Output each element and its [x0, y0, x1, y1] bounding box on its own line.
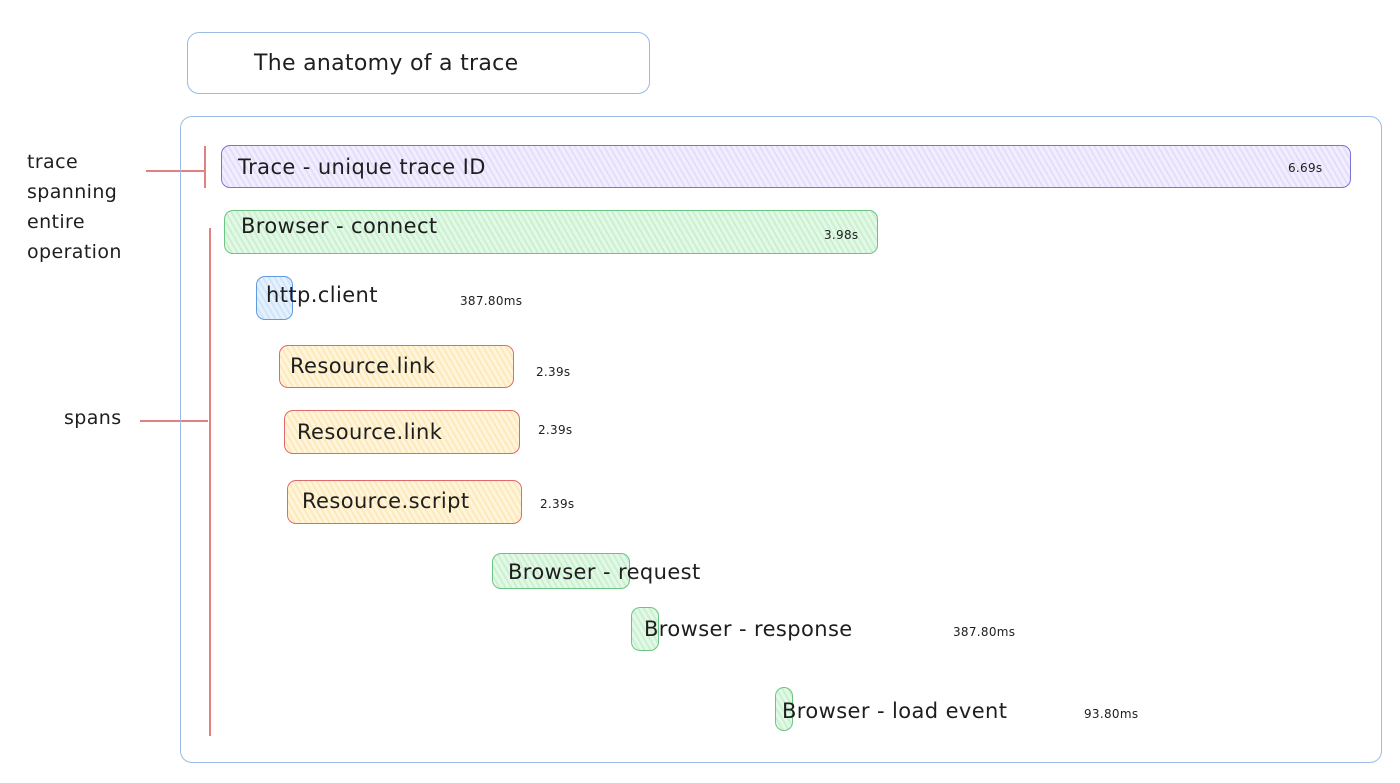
- span-duration-resource-link-2: 2.39s: [538, 423, 573, 437]
- span-bar-browser-response: [631, 607, 659, 651]
- spans-annotation-bracket: [209, 228, 211, 736]
- span-bar-http-client: [256, 276, 293, 320]
- span-bar-browser-connect: [224, 210, 878, 254]
- span-duration-resource-link-1: 2.39s: [536, 365, 571, 379]
- trace-annotation-label: trace spanning entire operation: [27, 151, 122, 263]
- span-label-browser-response: Browser - response: [644, 617, 853, 641]
- trace-frame: [180, 116, 1382, 763]
- spans-annotation-label: spans: [64, 407, 122, 429]
- span-label-resource-link-1: Resource.link: [290, 354, 436, 378]
- span-label-browser-connect: Browser - connect: [241, 214, 438, 238]
- span-label-http-client: http.client: [266, 283, 378, 307]
- span-bar-resource-script: [287, 480, 522, 524]
- trace-annotation-connector: [146, 170, 206, 172]
- span-label-resource-script: Resource.script: [302, 489, 470, 513]
- span-duration-resource-script: 2.39s: [540, 497, 575, 511]
- span-bar-resource-link-1: [279, 345, 514, 388]
- trace-label: Trace - unique trace ID: [238, 155, 486, 179]
- diagram-title-box: The anatomy of a trace: [187, 32, 650, 94]
- span-duration-browser-load-event: 93.80ms: [1084, 707, 1139, 721]
- diagram-title: The anatomy of a trace: [254, 51, 519, 76]
- span-duration-http-client: 387.80ms: [460, 294, 523, 308]
- trace-duration: 6.69s: [1288, 161, 1323, 175]
- span-bar-resource-link-2: [284, 410, 520, 454]
- span-label-resource-link-2: Resource.link: [297, 420, 443, 444]
- span-label-browser-load-event: Browser - load event: [782, 699, 1008, 723]
- span-bar-browser-load-event: [775, 687, 793, 731]
- span-bar-browser-request: [492, 553, 630, 589]
- trace-annotation-bracket: [204, 146, 206, 188]
- span-duration-browser-response: 387.80ms: [953, 625, 1016, 639]
- span-label-browser-request: Browser - request: [508, 560, 701, 584]
- trace-bar: [221, 145, 1351, 188]
- span-duration-browser-connect: 3.98s: [824, 228, 859, 242]
- spans-annotation-connector: [140, 420, 208, 422]
